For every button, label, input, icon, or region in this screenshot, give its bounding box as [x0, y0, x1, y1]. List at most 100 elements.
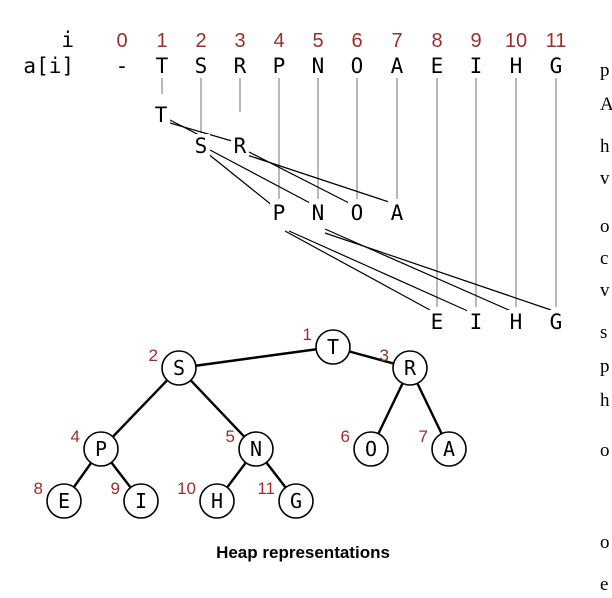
staircase-key-bg [507, 310, 525, 334]
staircase-key: S [195, 134, 208, 158]
array-index: 5 [312, 30, 323, 52]
array-index: 1 [156, 30, 167, 52]
staircase-key-bg [547, 310, 565, 334]
tree-node-key: N [250, 437, 262, 461]
staircase-key: P [273, 201, 286, 225]
array-value: A [391, 54, 404, 78]
tree-node-index: 4 [71, 427, 80, 446]
tree-node-key: I [135, 489, 147, 513]
tree-node-index: 2 [149, 346, 158, 365]
array-index: 10 [505, 30, 527, 52]
tree-node-index: 8 [34, 479, 43, 498]
tree-node-circle [199, 483, 235, 519]
margin-fragment: c [600, 248, 608, 269]
value-row-label: a[i] [23, 54, 74, 78]
staircase-key-bg [467, 310, 485, 334]
figure-caption: Heap representations [216, 543, 390, 562]
staircase-keys: T S R P N O A E I H G [152, 103, 565, 334]
array-value: S [195, 54, 208, 78]
staircase-key-bg [152, 103, 170, 127]
array-value: - [116, 54, 129, 78]
tree-edges [63, 345, 451, 502]
staircase-key: E [431, 310, 444, 334]
margin-fragment: s [600, 322, 607, 343]
array-index: 8 [431, 30, 442, 52]
margin-fragment: h [600, 390, 610, 411]
tree-node-circle [431, 431, 467, 467]
tree-node-key: R [404, 356, 417, 380]
margin-fragment: A [600, 94, 612, 115]
array-index: 3 [234, 30, 245, 52]
array-index: 4 [273, 30, 284, 52]
tree-node-index: 9 [111, 479, 120, 498]
tree-node-circle [315, 329, 351, 365]
array-value: R [234, 54, 247, 78]
array-value: I [470, 54, 483, 78]
array-value: P [273, 54, 286, 78]
tree-node-index: 6 [341, 427, 350, 446]
array-value: E [431, 54, 444, 78]
staircase-key: A [391, 201, 404, 225]
tree-node-key: P [95, 437, 107, 461]
tree-node-index: 7 [419, 427, 428, 446]
tree-node-circle [278, 483, 314, 519]
margin-fragment: v [600, 168, 610, 189]
staircase-key: G [550, 310, 563, 334]
guide-lines [161, 78, 557, 307]
staircase-key-bg [309, 201, 327, 225]
tree-node-index: 3 [380, 346, 389, 365]
tree-node-key: S [173, 356, 185, 380]
staircase-key: T [155, 103, 168, 127]
array-value: T [156, 54, 169, 78]
tree-node-key: H [211, 489, 223, 513]
staircase-key-bg [348, 201, 366, 225]
margin-fragment: h [600, 136, 610, 157]
tree-node-circle [83, 431, 119, 467]
tree-node-key: G [290, 489, 302, 513]
array-index: 7 [391, 30, 402, 52]
staircase-key-bg [270, 201, 288, 225]
margin-fragment: p [600, 356, 610, 377]
tree-node-index: 11 [257, 479, 275, 498]
array-index: 9 [470, 30, 481, 52]
array-index: 2 [195, 30, 206, 52]
margin-fragment: p [600, 60, 610, 81]
tree-node-key: T [327, 335, 339, 359]
tree-node-circle [161, 350, 197, 386]
staircase-key: H [510, 310, 523, 334]
array-value: G [550, 54, 563, 78]
tree-node-circle [238, 431, 274, 467]
tree-node-circle [123, 483, 159, 519]
array-value: H [510, 54, 523, 78]
margin-fragment: o [600, 532, 610, 553]
margin-fragment: o [600, 216, 610, 237]
tree-node-circle [353, 431, 389, 467]
staircase-key: O [351, 201, 364, 225]
array-index: 6 [351, 30, 362, 52]
array-value: O [351, 54, 364, 78]
staircase-key-bg [192, 134, 210, 158]
staircase-key: N [312, 201, 325, 225]
staircase-key-bg [428, 310, 446, 334]
array-value: N [312, 54, 325, 78]
tree-node-key: A [443, 437, 455, 461]
tree-node-circle [392, 350, 428, 386]
margin-fragment: o [600, 440, 610, 461]
array-index: 11 [546, 30, 567, 52]
staircase-key-bg [388, 201, 406, 225]
staircase-key: R [234, 134, 247, 158]
tree-node-key: E [58, 489, 70, 513]
margin-fragment: e [600, 574, 608, 595]
staircase-key-bg [231, 134, 249, 158]
index-row-label: i [61, 28, 74, 52]
staircase-links [169, 119, 552, 313]
staircase-key: I [470, 310, 483, 334]
tree-node-index: 1 [303, 325, 312, 344]
tree-node-index: 5 [226, 427, 235, 446]
margin-fragment: v [600, 280, 610, 301]
tree-node-index: 10 [177, 479, 196, 498]
